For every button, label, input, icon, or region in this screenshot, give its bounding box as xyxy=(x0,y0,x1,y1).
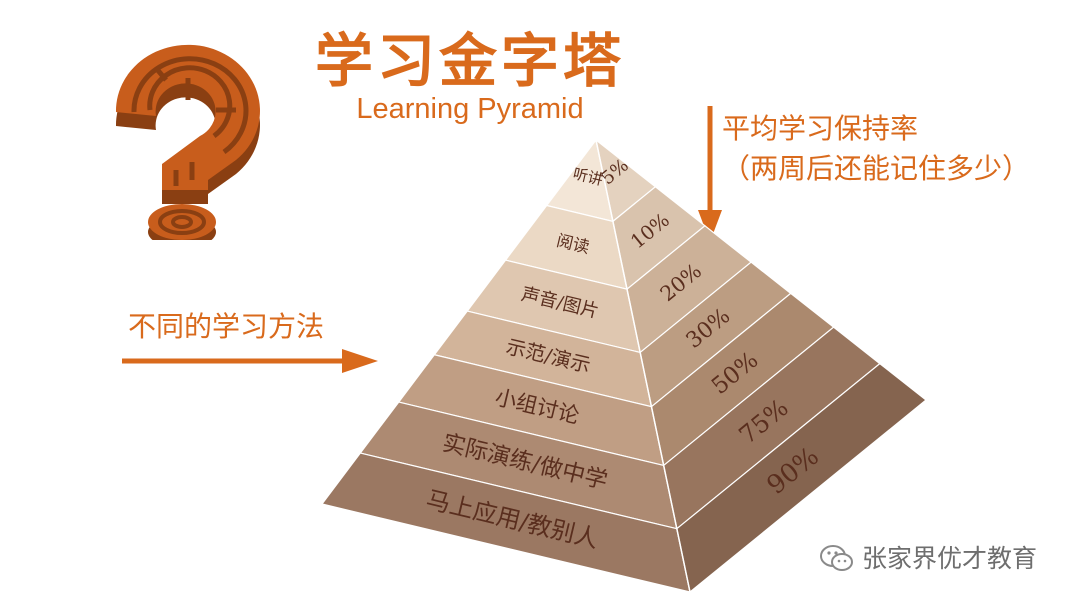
maze-question-mark-icon xyxy=(115,44,260,240)
pyramid-subtitle: Learning Pyramid xyxy=(356,93,584,125)
retention-subtitle: （两周后还能记住多少） xyxy=(722,152,1031,185)
wechat-icon xyxy=(820,545,853,571)
pyramid-title: 学习金字塔 xyxy=(314,27,625,95)
right-arrow-icon xyxy=(122,349,378,373)
retention-title: 平均学习保持率 xyxy=(722,112,919,145)
watermark-text: 张家界优才教育 xyxy=(862,544,1038,573)
methods-label: 不同的学习方法 xyxy=(128,310,325,343)
down-arrow-icon xyxy=(698,106,722,242)
watermark: 张家界优才教育 xyxy=(820,544,1037,574)
pyramid-edge xyxy=(595,139,691,593)
